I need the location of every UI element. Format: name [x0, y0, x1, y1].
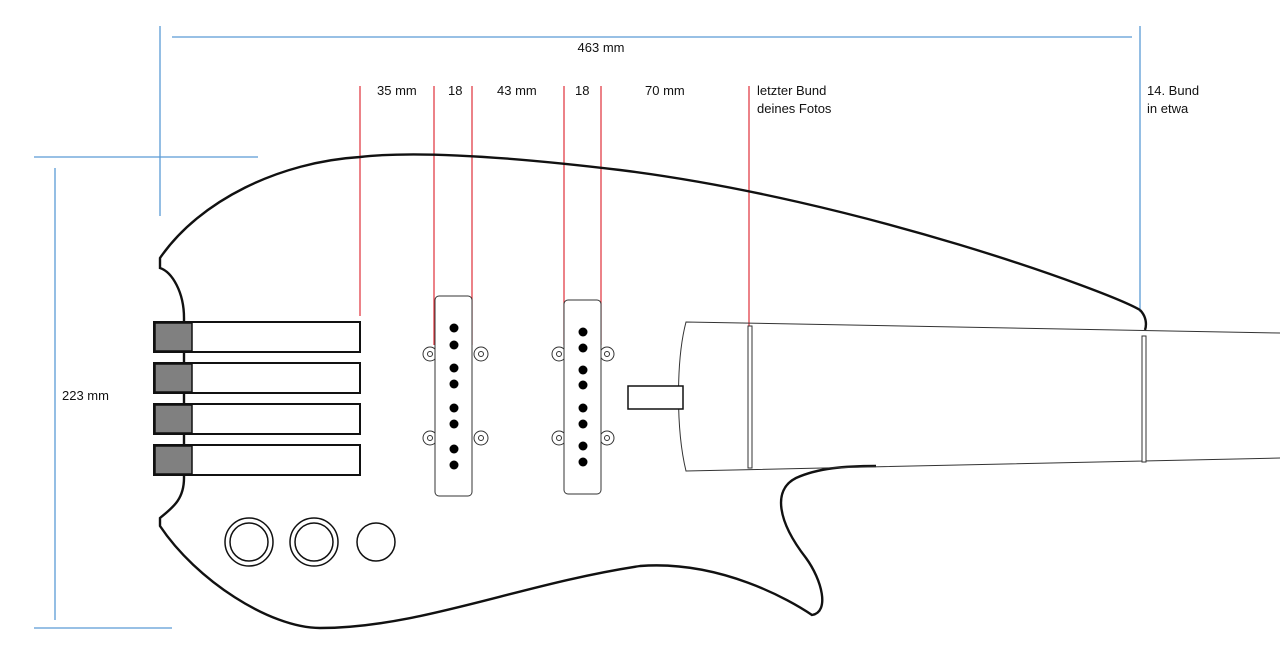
volume-knob-1 [224, 517, 274, 567]
pickup-housing [434, 295, 473, 497]
pole-pieces [449, 323, 459, 470]
tone-knob [356, 522, 396, 562]
tuner-knob [154, 363, 193, 393]
marker-lines [359, 86, 750, 345]
volume-knob-2 [289, 517, 339, 567]
labels: 463 mm 223 mm 35 mm 18 43 mm 18 70 mm le… [62, 40, 1199, 403]
gap-1-label: 35 mm [377, 83, 417, 98]
fret-14 [1141, 335, 1147, 463]
body-height-label: 223 mm [62, 388, 109, 403]
tuner-3 [153, 403, 361, 435]
neck-tenon [627, 385, 684, 410]
fret14-note-line2: in etwa [1147, 101, 1189, 116]
pickup-2-width-label: 18 [575, 83, 589, 98]
last-fret-note-line1: letzter Bund [757, 83, 826, 98]
pickup-1-width-label: 18 [448, 83, 462, 98]
tuner-1 [153, 321, 361, 353]
pole-pieces [578, 327, 588, 467]
gap-2-label: 43 mm [497, 83, 537, 98]
tuner-4 [153, 444, 361, 476]
fret14-note-line1: 14. Bund [1147, 83, 1199, 98]
gap-3-label: 70 mm [645, 83, 685, 98]
control-knobs [224, 517, 396, 567]
tuner-knob [154, 404, 193, 434]
body-outline-horn-tip [1139, 309, 1148, 331]
pickup-bridge [551, 299, 615, 495]
tuner-knob [154, 445, 193, 475]
tuner-2 [153, 362, 361, 394]
tuner-knob [154, 322, 193, 352]
fret-last-photo [747, 325, 753, 469]
total-length-label: 463 mm [578, 40, 625, 55]
tuners [153, 321, 361, 476]
body-outline [158, 153, 1141, 630]
neck [627, 321, 1280, 472]
neck-outline [678, 321, 1280, 472]
pickup-neck [422, 295, 489, 497]
dimension-lines [34, 26, 1141, 629]
pickup-housing [563, 299, 602, 495]
last-fret-note-line2: deines Fotos [757, 101, 832, 116]
